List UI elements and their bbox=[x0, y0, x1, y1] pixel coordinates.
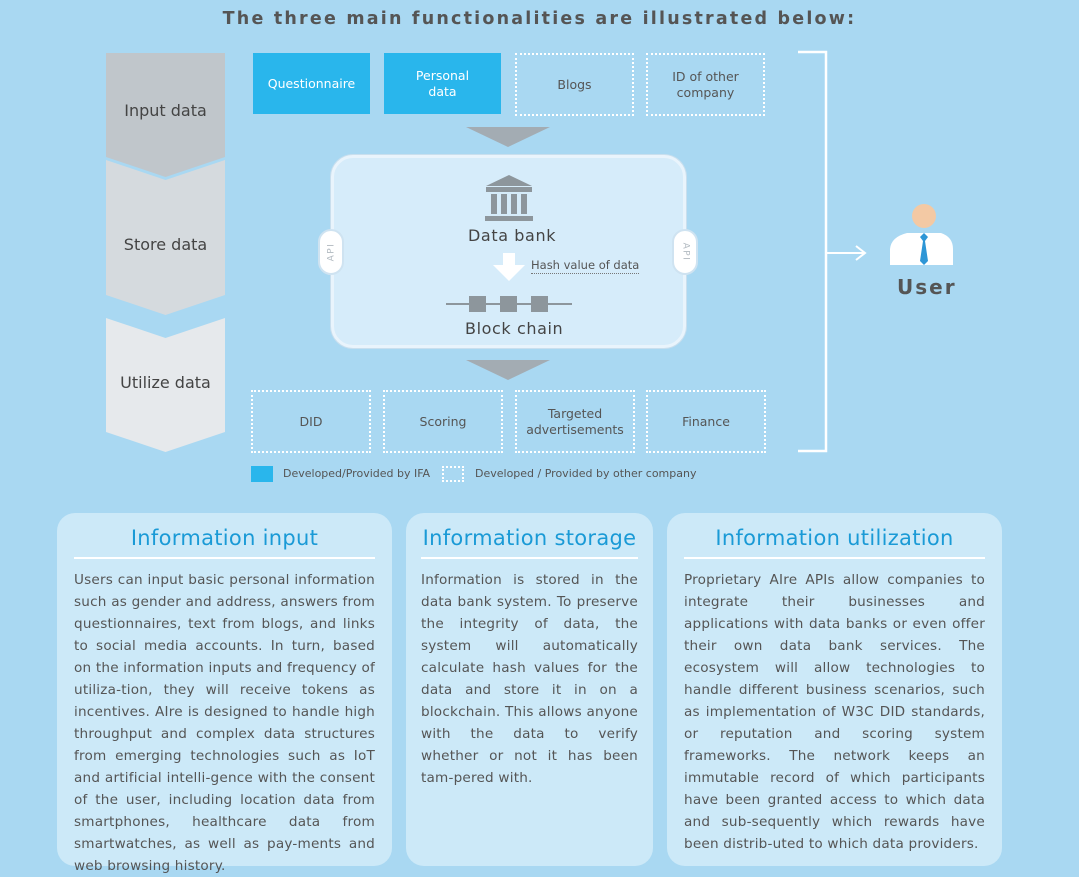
legend-other-label: Developed / Provided by other company bbox=[475, 467, 697, 480]
arrow-down-bottom bbox=[466, 360, 550, 380]
output-scoring: Scoring bbox=[383, 390, 503, 453]
output-finance: Finance bbox=[646, 390, 766, 453]
card-information-utilization: Information utilization Proprietary AIre… bbox=[667, 513, 1002, 866]
input-personal-data: Personal data bbox=[384, 53, 501, 114]
chevron-utilize bbox=[106, 318, 225, 452]
down-arrow-icon bbox=[493, 253, 525, 281]
card-input-title: Information input bbox=[74, 513, 375, 559]
legend-ifa-label: Developed/Provided by IFA bbox=[283, 467, 431, 480]
card-utilization-title: Information utilization bbox=[684, 513, 985, 559]
process-input-label: Input data bbox=[124, 100, 207, 120]
process-store-label: Store data bbox=[123, 234, 208, 254]
bracket-arrow bbox=[798, 50, 867, 453]
api-right: API bbox=[672, 229, 698, 275]
legend-other-swatch bbox=[442, 466, 464, 482]
card-storage-title: Information storage bbox=[421, 513, 638, 559]
legend-ifa-swatch bbox=[251, 466, 273, 482]
card-storage-body: Information is stored in the data bank s… bbox=[421, 572, 638, 786]
block-chain-label: Block chain bbox=[465, 319, 564, 338]
card-input-body: Users can input basic personal informati… bbox=[74, 572, 375, 874]
user-label: User bbox=[897, 275, 957, 299]
blockchain-icon bbox=[446, 296, 572, 312]
input-blogs: Blogs bbox=[515, 53, 634, 116]
card-information-input: Information input Users can input basic … bbox=[57, 513, 392, 874]
process-utilize-label: Utilize data bbox=[120, 372, 211, 392]
output-did: DID bbox=[251, 390, 371, 453]
bank-icon bbox=[485, 175, 533, 221]
headline: The three main functionalities are illus… bbox=[222, 9, 857, 29]
api-left: API bbox=[318, 229, 344, 275]
card-information-storage: Information storage Information is store… bbox=[406, 513, 653, 866]
arrow-down-top bbox=[466, 127, 550, 147]
hash-value-label: Hash value of data bbox=[531, 258, 640, 274]
input-questionnaire: Questionnaire bbox=[253, 53, 370, 114]
chevron-input bbox=[106, 53, 225, 177]
user-icon bbox=[890, 204, 953, 265]
data-bank-label: Data bank bbox=[468, 226, 557, 245]
input-other-id: ID of other company bbox=[646, 53, 765, 116]
output-targeted-ads: Targeted advertisements bbox=[515, 390, 635, 453]
card-utilization-body: Proprietary AIre APIs allow companies to… bbox=[684, 572, 985, 852]
chevron-store bbox=[106, 160, 225, 315]
